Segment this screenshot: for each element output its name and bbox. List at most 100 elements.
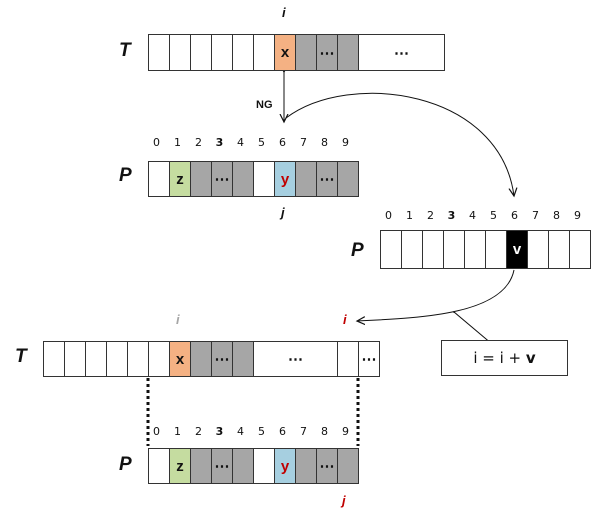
top-text-cell bbox=[232, 34, 254, 71]
top-pattern-cell: ⋯ bbox=[211, 161, 233, 197]
top-text-cell bbox=[253, 34, 275, 71]
top-text-cell bbox=[337, 34, 359, 71]
ng-label: NG bbox=[256, 99, 273, 111]
top-pattern-cell bbox=[148, 161, 170, 197]
pattern-label-top: P bbox=[119, 165, 132, 186]
bottom-text-cell bbox=[127, 341, 149, 377]
index-label: 5 bbox=[258, 136, 265, 149]
top-pattern-cell bbox=[295, 161, 317, 197]
shift-table-cell bbox=[380, 230, 402, 269]
i-pointer-top: i bbox=[282, 5, 286, 20]
top-pattern-cell: y bbox=[274, 161, 296, 197]
index-label: 7 bbox=[532, 209, 539, 222]
top-text-cell bbox=[190, 34, 212, 71]
bottom-text-cell: ⋯ bbox=[253, 341, 338, 377]
index-label: 8 bbox=[321, 425, 328, 438]
shift-table-label: P bbox=[351, 240, 364, 261]
index-label: 9 bbox=[342, 425, 349, 438]
bottom-pattern-cell bbox=[148, 448, 170, 484]
index-label: 9 bbox=[342, 136, 349, 149]
text-label-bottom: T bbox=[15, 346, 27, 367]
top-pattern-cell: z bbox=[169, 161, 191, 197]
bottom-pattern-cell: y bbox=[274, 448, 296, 484]
shift-table-cell bbox=[527, 230, 549, 269]
shift-table-cell: v bbox=[506, 230, 528, 269]
formula-variable: v bbox=[525, 349, 536, 367]
shift-arrow bbox=[357, 269, 515, 321]
shift-table-cell bbox=[464, 230, 486, 269]
index-label: 7 bbox=[300, 425, 307, 438]
top-text-cell: x bbox=[274, 34, 296, 71]
shift-table-cell bbox=[401, 230, 423, 269]
index-label: 2 bbox=[195, 136, 202, 149]
index-label: 1 bbox=[406, 209, 413, 222]
bottom-text-cell bbox=[43, 341, 65, 377]
index-label: 9 bbox=[574, 209, 581, 222]
index-label: 0 bbox=[385, 209, 392, 222]
formula-prefix: i = i + bbox=[473, 349, 526, 367]
top-pattern-cell bbox=[232, 161, 254, 197]
bottom-pattern-cell: ⋯ bbox=[211, 448, 233, 484]
bottom-pattern-cell: ⋯ bbox=[316, 448, 338, 484]
shift-table-cell bbox=[443, 230, 465, 269]
bottom-text-cell bbox=[64, 341, 86, 377]
index-label: 0 bbox=[153, 136, 160, 149]
j-pointer-bottom: j bbox=[342, 493, 346, 508]
j-pointer-top: j bbox=[281, 205, 285, 220]
i-pointer-old: i bbox=[176, 312, 180, 327]
top-pattern-cell bbox=[190, 161, 212, 197]
index-label: 5 bbox=[258, 425, 265, 438]
index-label: 2 bbox=[427, 209, 434, 222]
bottom-text-cell: ⋯ bbox=[358, 341, 380, 377]
index-label: 7 bbox=[300, 136, 307, 149]
index-label: 8 bbox=[553, 209, 560, 222]
bottom-pattern-cell bbox=[253, 448, 275, 484]
shift-table-cell bbox=[485, 230, 507, 269]
bottom-text-cell bbox=[232, 341, 254, 377]
bottom-pattern-cell bbox=[232, 448, 254, 484]
bottom-pattern-cell bbox=[190, 448, 212, 484]
top-text-cell bbox=[148, 34, 170, 71]
shift-formula-box: i = i + v bbox=[441, 340, 568, 376]
lookup-arrow bbox=[285, 92, 514, 196]
bottom-text-cell: x bbox=[169, 341, 191, 377]
top-text-cell: ⋯ bbox=[316, 34, 338, 71]
bottom-text-cell: ⋯ bbox=[211, 341, 233, 377]
bottom-text-cell bbox=[148, 341, 170, 377]
bottom-text-cell bbox=[85, 341, 107, 377]
index-label: 6 bbox=[511, 209, 518, 222]
index-label: 2 bbox=[195, 425, 202, 438]
text-label-top: T bbox=[119, 40, 131, 61]
bottom-text-cell bbox=[106, 341, 128, 377]
top-text-cell: ⋯ bbox=[358, 34, 445, 71]
top-text-cell bbox=[169, 34, 191, 71]
index-label: 5 bbox=[490, 209, 497, 222]
bottom-pattern-cell bbox=[295, 448, 317, 484]
shift-table-cell bbox=[422, 230, 444, 269]
index-label: 4 bbox=[237, 425, 244, 438]
top-pattern-cell bbox=[337, 161, 359, 197]
pattern-label-bottom: P bbox=[119, 454, 132, 475]
bottom-pattern-cell: z bbox=[169, 448, 191, 484]
index-label: 1 bbox=[174, 425, 181, 438]
top-text-cell bbox=[211, 34, 233, 71]
shift-table-cell bbox=[569, 230, 591, 269]
index-label: 1 bbox=[174, 136, 181, 149]
bottom-text-cell bbox=[337, 341, 359, 377]
index-label: 3 bbox=[215, 425, 224, 438]
index-label: 4 bbox=[469, 209, 476, 222]
index-label: 0 bbox=[153, 425, 160, 438]
index-label: 8 bbox=[321, 136, 328, 149]
shift-table-cell bbox=[548, 230, 570, 269]
i-pointer-new: i bbox=[343, 312, 347, 327]
index-label: 3 bbox=[215, 136, 224, 149]
top-text-cell bbox=[295, 34, 317, 71]
top-pattern-cell: ⋯ bbox=[316, 161, 338, 197]
index-label: 4 bbox=[237, 136, 244, 149]
index-label: 6 bbox=[279, 136, 286, 149]
index-label: 3 bbox=[447, 209, 456, 222]
top-pattern-cell bbox=[253, 161, 275, 197]
bottom-pattern-cell bbox=[337, 448, 359, 484]
bottom-text-cell bbox=[190, 341, 212, 377]
